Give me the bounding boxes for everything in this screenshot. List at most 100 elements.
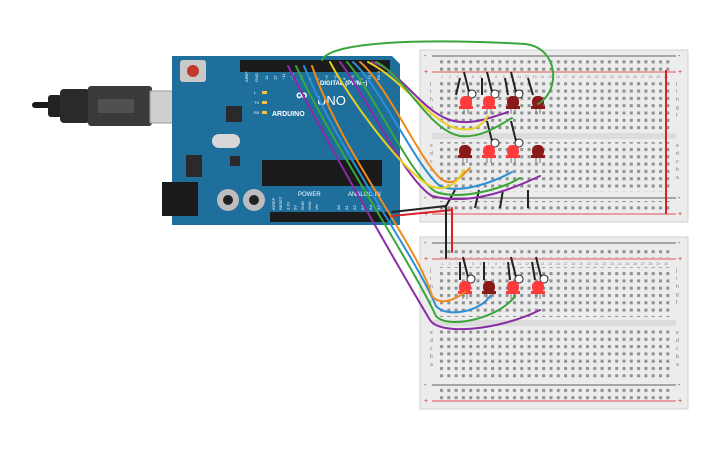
column-number: 16 [556,75,560,79]
power-pin-label: IOREF [271,197,276,210]
terminal-holes-bottom [438,329,670,379]
column-number: 28 [649,75,653,79]
rail-minus-symbol: - [424,53,427,60]
resistor-lead [510,120,517,142]
led-on [507,145,519,157]
rail-plus-symbol: + [424,69,428,76]
row-letter: h [676,97,679,103]
arduino-uno-board: ∞ ARDUINO UNO DIGITAL (PWM~) POWER ANALO… [162,56,400,225]
row-letter: c [430,159,433,165]
jumper-wire-green[interactable] [321,40,555,105]
power-jack [162,182,198,216]
aref-label: AREF [244,71,249,82]
power-pin-label: GND [307,201,312,210]
column-number: 23 [610,75,614,79]
row-letter: g [430,105,433,111]
column-number: 1 [441,75,443,79]
row-letter: g [676,292,679,298]
column-number: 5 [472,75,474,79]
rail-minus-symbol: - [678,53,681,60]
power-pin-label: RESET [278,196,283,210]
resistor-lead [535,256,542,278]
jumper-wire-blue[interactable] [303,65,491,314]
row-letter: i [676,89,677,95]
led-base [458,155,472,158]
rail-plus-symbol: + [424,256,428,263]
led-base [482,155,496,158]
column-number: 17 [564,75,568,79]
digital-pin-label: ~5 [333,75,338,80]
led-off [459,145,471,157]
reset-button[interactable] [187,65,199,77]
column-number: 28 [649,262,653,266]
column-number: 30 [664,262,668,266]
column-number: 19 [579,75,583,79]
row-letter: b [676,167,679,173]
column-number: 21 [594,262,598,266]
row-letter: b [430,167,433,173]
digital-pin-label: 4 [341,77,346,80]
resistor-icon [490,89,500,99]
row-letter: f [430,300,432,306]
column-number: 29 [656,262,660,266]
row-letter: b [430,354,433,360]
jumper-wire-green[interactable] [346,61,521,196]
column-number: 5 [472,262,474,266]
jumper-wire-purple[interactable] [339,61,541,201]
row-letter: h [430,284,433,290]
digital-pin-label: TX 1 [367,71,372,80]
gnd-wire[interactable] [391,205,447,213]
jumper-wire-green[interactable] [375,61,513,138]
row-letter: f [676,300,678,306]
jumper-wire-purple[interactable] [287,65,541,331]
analog-label: ANALOG IN [348,192,381,198]
rail-minus-symbol: - [424,195,427,202]
led-on [483,96,495,108]
power-pin-label: GND [300,201,305,210]
analog-pin-label: A5 [376,204,381,210]
center-channel [432,320,676,326]
jumper-wire-orange[interactable] [311,65,466,303]
atmega-chip [262,160,382,186]
ground-jumper-wire [455,77,461,96]
column-number: 26 [633,75,637,79]
column-number: 29 [656,75,660,79]
row-letter: f [430,113,432,119]
analog-pin-label: A1 [344,204,349,210]
analog-pin-label: A4 [368,204,373,210]
power-wire[interactable] [391,209,453,217]
row-letter: j [429,81,431,87]
row-letter: e [430,330,433,336]
column-number: 21 [594,75,598,79]
center-channel [432,133,676,139]
digital-pin-label: 7 [316,77,321,80]
row-letter: d [676,338,679,344]
column-number: 18 [571,75,575,79]
analog-pin-label: A0 [336,204,341,210]
resistor-icon [514,89,524,99]
jumper-wire-yellow[interactable] [367,61,489,131]
power-pin-label: Vin [314,204,319,210]
usb-cable[interactable] [32,86,191,126]
status-led-rx [262,111,267,114]
column-number: 11 [517,75,521,79]
jumper-wire-yellow[interactable] [329,61,465,189]
resistor-icon [514,274,524,284]
column-number: 20 [587,75,591,79]
jumper-wire-blue[interactable] [352,61,513,190]
resistor-icon [539,274,549,284]
jumper-wire-green[interactable] [295,65,516,324]
row-letter: d [430,151,433,157]
arduino-logo-infinity: ∞ [296,87,307,104]
column-number: 3 [456,75,458,79]
rail-minus-symbol: - [678,195,681,202]
resistor-lead [510,71,517,93]
crystal [212,134,240,148]
resistor-lead [463,71,470,93]
row-letter: d [676,151,679,157]
column-number: 8 [495,262,497,266]
led-base [482,291,496,294]
row-letter: c [430,346,433,352]
row-letter: c [676,346,679,352]
